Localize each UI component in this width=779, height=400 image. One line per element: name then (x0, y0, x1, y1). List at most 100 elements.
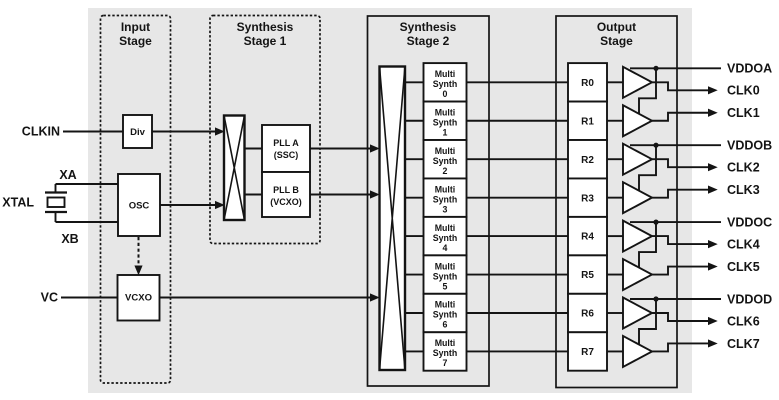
supply-label: VDDOC (727, 215, 772, 229)
multisynth-box (422, 100, 468, 141)
multisynth-box (422, 292, 468, 334)
multisynth-index: 6 (443, 320, 448, 330)
vddo-feed-wire (638, 145, 657, 191)
osc-block (117, 173, 161, 237)
multisynth-label: Synth (433, 233, 457, 243)
multisynth-box (422, 62, 468, 103)
clock-buffer-icon (622, 103, 655, 138)
clock-output-wire (652, 312, 718, 326)
multisynth-index: 4 (443, 243, 448, 253)
r-divider-label: R6 (581, 309, 594, 320)
stage1-crossbar-x (223, 115, 246, 221)
synthesis-stage1-box (209, 14, 321, 245)
clock-buffer-icon (622, 142, 655, 177)
multisynth-index: 5 (443, 281, 448, 291)
clock-label: CLK2 (727, 161, 760, 175)
r-divider-block: R4 (567, 215, 608, 257)
r-divider-box (567, 139, 608, 180)
multisynth-label: Multi (435, 184, 456, 194)
vcxo-block (116, 274, 161, 322)
r-divider-label: R3 (581, 193, 594, 204)
r-divider-label: R2 (581, 155, 594, 166)
r-divider-block: R0 (567, 62, 608, 103)
vcxo-label: VCXO (125, 293, 152, 304)
r-divider-block: R7 (567, 331, 608, 372)
multisynth-label: Multi (435, 300, 456, 310)
clock-buffer-icon (622, 65, 655, 100)
multisynth-index: 2 (443, 166, 448, 176)
r-divider-block: R2 (567, 139, 608, 180)
pll-b-label: (VCXO) (270, 197, 302, 207)
output-stage-title: Stage (600, 34, 633, 48)
clock-label: CLK5 (727, 260, 760, 274)
clock-output-wire (652, 262, 718, 276)
crossbar-switches (222, 65, 407, 372)
vc-port-label: VC (41, 291, 58, 305)
multisynth-index: 0 (443, 89, 448, 99)
clock-buffer-icon (622, 295, 655, 331)
vddo-feed-wire (638, 299, 657, 345)
input-blocks: Div OSC VCXO PLL A (SSC) PLL B (VCXO) (116, 114, 311, 322)
clock-label: CLK4 (727, 237, 760, 251)
clock-output-wire (652, 339, 718, 353)
clock-label: CLK0 (727, 84, 760, 98)
r-divider-label: R0 (581, 78, 594, 89)
stage2-crossbar-x (378, 66, 406, 371)
r-divider-box (567, 254, 608, 295)
multisynth-column: MultiSynth0MultiSynth1MultiSynth2MultiSy… (422, 62, 468, 372)
clock-label: CLK1 (727, 106, 760, 120)
clkin-port-label: CLKIN (22, 125, 60, 139)
clock-buffer-icon (622, 257, 655, 292)
pll-b-block (261, 171, 311, 218)
row-wires (405, 81, 623, 353)
output-stage-title: Output (597, 20, 636, 34)
multisynth-label: Multi (435, 338, 456, 348)
osc-label: OSC (129, 201, 150, 212)
multisynth-label: Multi (435, 146, 456, 156)
wires (55, 127, 380, 302)
supply-label: VDDOA (727, 62, 772, 76)
output-groups: VDDOACLK0CLK1VDDOBCLK2CLK3VDDOCCLK4CLK5V… (622, 62, 772, 369)
multisynth-box (422, 215, 468, 257)
r-divider-label: R4 (581, 232, 594, 243)
stage-boxes (99, 14, 678, 389)
r-divider-label: R5 (581, 270, 594, 281)
multisynth-index: 7 (443, 358, 448, 368)
input-stage-title: Stage (119, 34, 152, 48)
clock-label: CLK7 (727, 337, 760, 351)
pll-a-label: PLL A (273, 138, 299, 148)
r-divider-box (567, 331, 608, 372)
clock-label: CLK6 (727, 314, 760, 328)
vddo-feed-wire (638, 68, 657, 114)
clock-buffer-icon (622, 180, 655, 215)
div-label: Div (130, 127, 146, 138)
multisynth-index: 3 (443, 204, 448, 214)
clock-label: CLK3 (727, 183, 760, 197)
xa-port-label: XA (59, 168, 76, 182)
input-port-labels: CLKIN XA XTAL XB VC (2, 125, 78, 305)
multisynth-label: Synth (433, 271, 457, 281)
clock-output-wire (652, 108, 718, 122)
output-stage-box (555, 15, 678, 389)
xtal-port-label: XTAL (2, 196, 34, 210)
multisynth-label: Multi (435, 261, 456, 271)
supply-label: VDDOD (727, 292, 772, 306)
multisynth-label: Multi (435, 223, 456, 233)
synth-stage1-title: Synthesis (237, 20, 294, 34)
pll-a-block (261, 124, 311, 173)
multisynth-label: Multi (435, 107, 456, 117)
crystal-body (46, 196, 66, 208)
clock-output-wire (652, 185, 718, 199)
r-divider-box (567, 62, 608, 103)
clock-output-wire (652, 81, 718, 95)
